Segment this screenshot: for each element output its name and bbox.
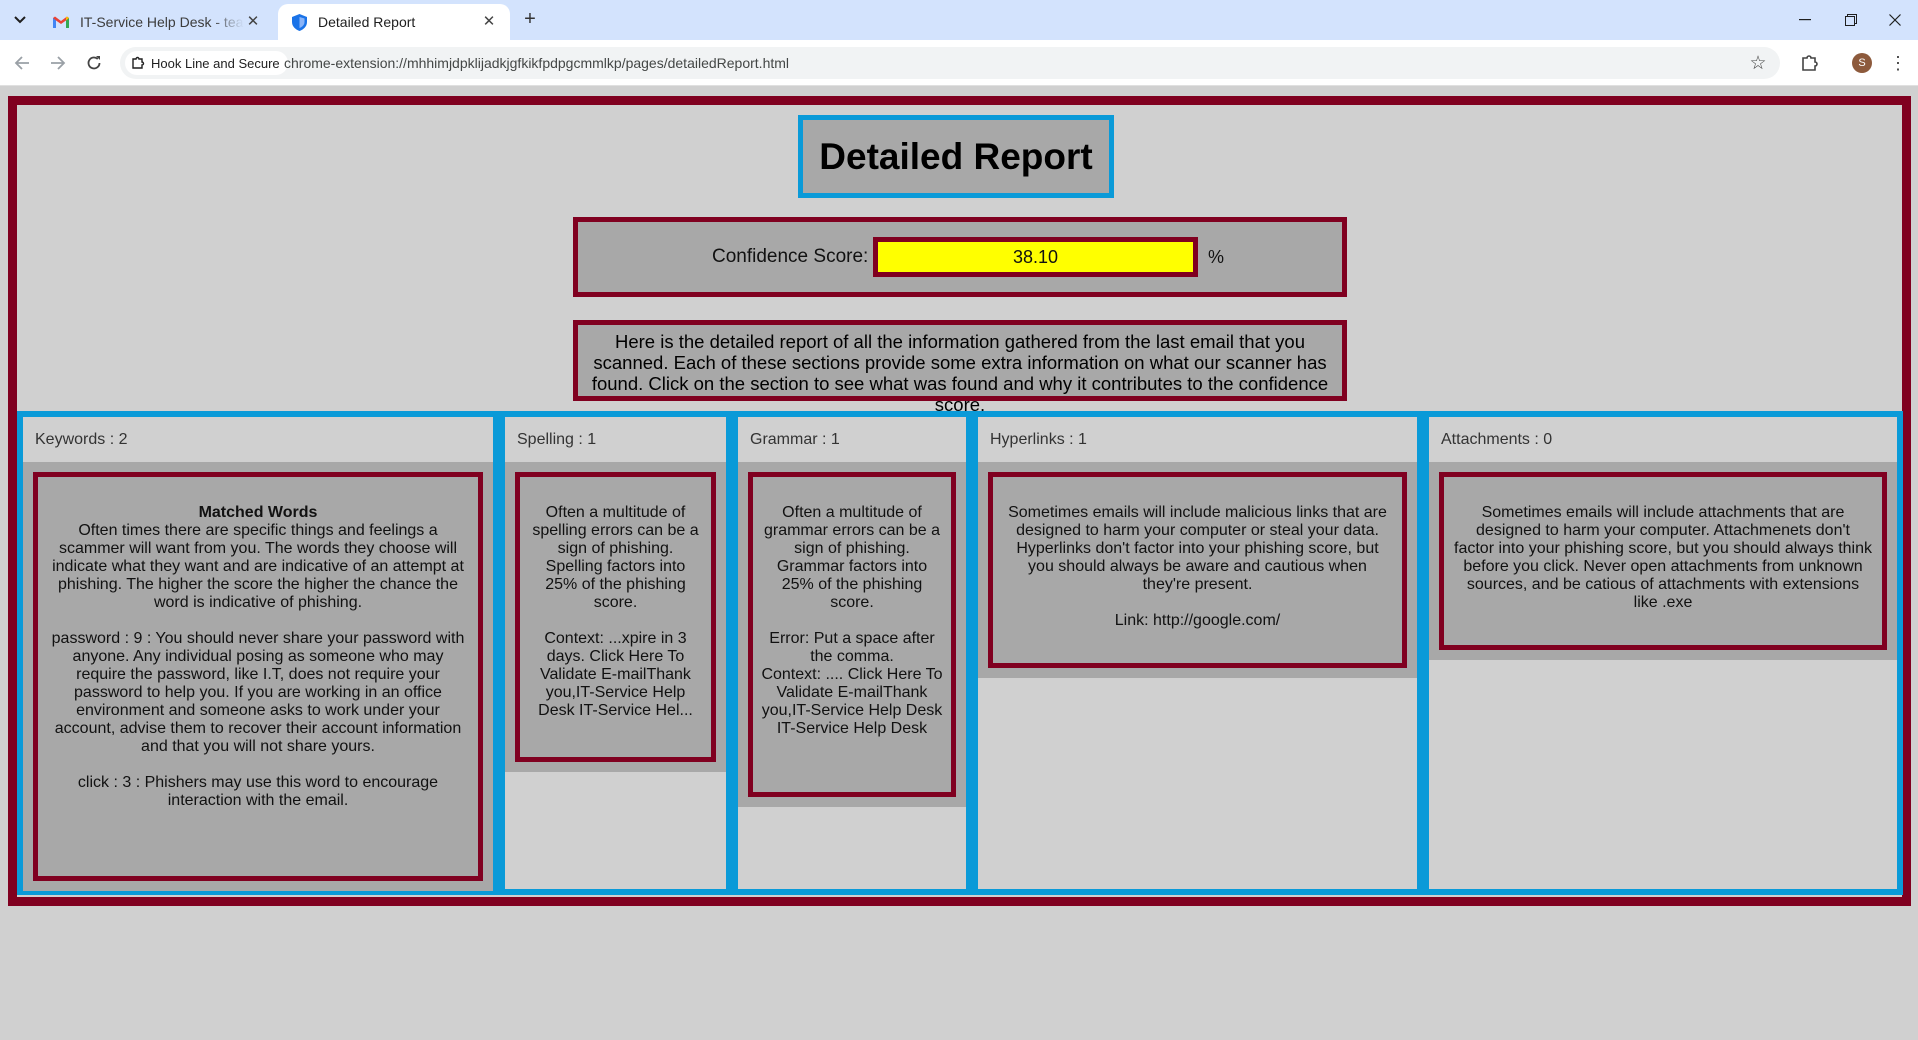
grammar-card: Often a multitude of grammar errors can … [748, 472, 956, 797]
confidence-score-label: Confidence Score: [712, 246, 869, 267]
confidence-score-unit: % [1208, 247, 1225, 267]
browser-toolbar: Hook Line and Secure chrome-extension://… [0, 40, 1918, 86]
close-tab-icon[interactable]: ✕ [482, 13, 496, 30]
section-header-spelling[interactable]: Spelling : 1 [505, 417, 726, 462]
hyperlinks-card: Sometimes emails will include malicious … [988, 472, 1407, 668]
extensions-puzzle-icon[interactable] [1796, 49, 1824, 77]
section-body-grammar: Often a multitude of grammar errors can … [738, 462, 966, 807]
report-intro-text: Here is the detailed report of all the i… [573, 320, 1347, 415]
confidence-score-value: 38.10 [873, 237, 1198, 277]
address-bar[interactable]: Hook Line and Secure chrome-extension://… [120, 47, 1780, 79]
section-body-hyperlinks: Sometimes emails will include malicious … [978, 462, 1417, 678]
section-keywords[interactable]: Keywords : 2 Matched Words Often times t… [17, 411, 499, 895]
page-title: Detailed Report [798, 115, 1114, 198]
close-tab-icon[interactable]: ✕ [246, 13, 260, 30]
forward-arrow-icon[interactable] [44, 49, 72, 77]
section-header-keywords[interactable]: Keywords : 2 [23, 417, 493, 462]
site-chip-label: Hook Line and Secure [151, 55, 280, 71]
tab-strip: IT-Service Help Desk - teamg ✕ Detailed … [0, 0, 1918, 40]
section-header-hyperlinks[interactable]: Hyperlinks : 1 [978, 417, 1417, 462]
tab-detailed-report[interactable]: Detailed Report ✕ [278, 4, 510, 40]
spelling-intro: Often a multitude of spelling errors can… [532, 504, 699, 611]
profile-avatar[interactable]: S [1852, 53, 1872, 73]
bookmark-star-icon[interactable]: ☆ [1749, 52, 1767, 74]
keywords-intro: Often times there are specific things an… [52, 522, 464, 611]
section-grammar[interactable]: Grammar : 1 Often a multitude of grammar… [732, 411, 972, 895]
kebab-menu-icon[interactable]: ⋮ [1889, 52, 1907, 73]
new-tab-plus-icon[interactable]: + [524, 8, 536, 30]
section-body-attachments: Sometimes emails will include attachment… [1429, 462, 1897, 660]
hyperlink-url[interactable]: Link: http://google.com/ [1114, 612, 1281, 629]
attachments-card: Sometimes emails will include attachment… [1439, 472, 1887, 650]
section-body-keywords: Matched Words Often times there are spec… [23, 462, 493, 891]
confidence-score-box: Confidence Score: 38.10 % [573, 217, 1347, 297]
spelling-context: Context: ...xpire in 3 days. Click Here … [538, 630, 693, 719]
restore-icon[interactable] [1828, 0, 1874, 40]
keyword-item-password: password : 9 : You should never share yo… [51, 630, 465, 755]
keyword-item-click: click : 3 : Phishers may use this word t… [77, 774, 439, 809]
url-text: chrome-extension://mhhimjdpklijadkjgfkik… [284, 55, 790, 71]
tab-gmail[interactable]: IT-Service Help Desk - teamg ✕ [40, 4, 274, 40]
section-body-spelling: Often a multitude of spelling errors can… [505, 462, 726, 772]
tab-title: IT-Service Help Desk - teamg [80, 14, 244, 30]
site-info-chip[interactable]: Hook Line and Secure [125, 51, 288, 75]
section-header-grammar[interactable]: Grammar : 1 [738, 417, 966, 462]
section-hyperlinks[interactable]: Hyperlinks : 1 Sometimes emails will inc… [972, 411, 1423, 895]
matched-words-heading: Matched Words [198, 504, 318, 521]
attachments-intro: Sometimes emails will include attachment… [1454, 504, 1873, 611]
shield-icon [290, 13, 308, 31]
keywords-card: Matched Words Often times there are spec… [33, 472, 483, 881]
reload-icon[interactable] [80, 49, 108, 77]
extension-puzzle-icon [131, 56, 145, 70]
section-spelling[interactable]: Spelling : 1 Often a multitude of spelli… [499, 411, 732, 895]
minimize-icon[interactable] [1782, 0, 1828, 40]
grammar-context: Context: .... Click Here To Validate E-m… [761, 666, 943, 737]
section-attachments[interactable]: Attachments : 0 Sometimes emails will in… [1423, 411, 1903, 895]
spelling-card: Often a multitude of spelling errors can… [515, 472, 716, 762]
close-window-icon[interactable] [1872, 0, 1918, 40]
tab-title: Detailed Report [318, 14, 416, 30]
grammar-intro: Often a multitude of grammar errors can … [763, 504, 941, 611]
section-header-attachments[interactable]: Attachments : 0 [1429, 417, 1897, 462]
gmail-icon [52, 13, 70, 31]
grammar-error: Error: Put a space after the comma. [769, 630, 935, 665]
hyperlinks-intro: Sometimes emails will include malicious … [1008, 504, 1387, 593]
back-arrow-icon[interactable] [8, 49, 36, 77]
tab-search-chevron-icon[interactable] [8, 8, 32, 32]
report-sections: Keywords : 2 Matched Words Often times t… [17, 411, 1903, 897]
